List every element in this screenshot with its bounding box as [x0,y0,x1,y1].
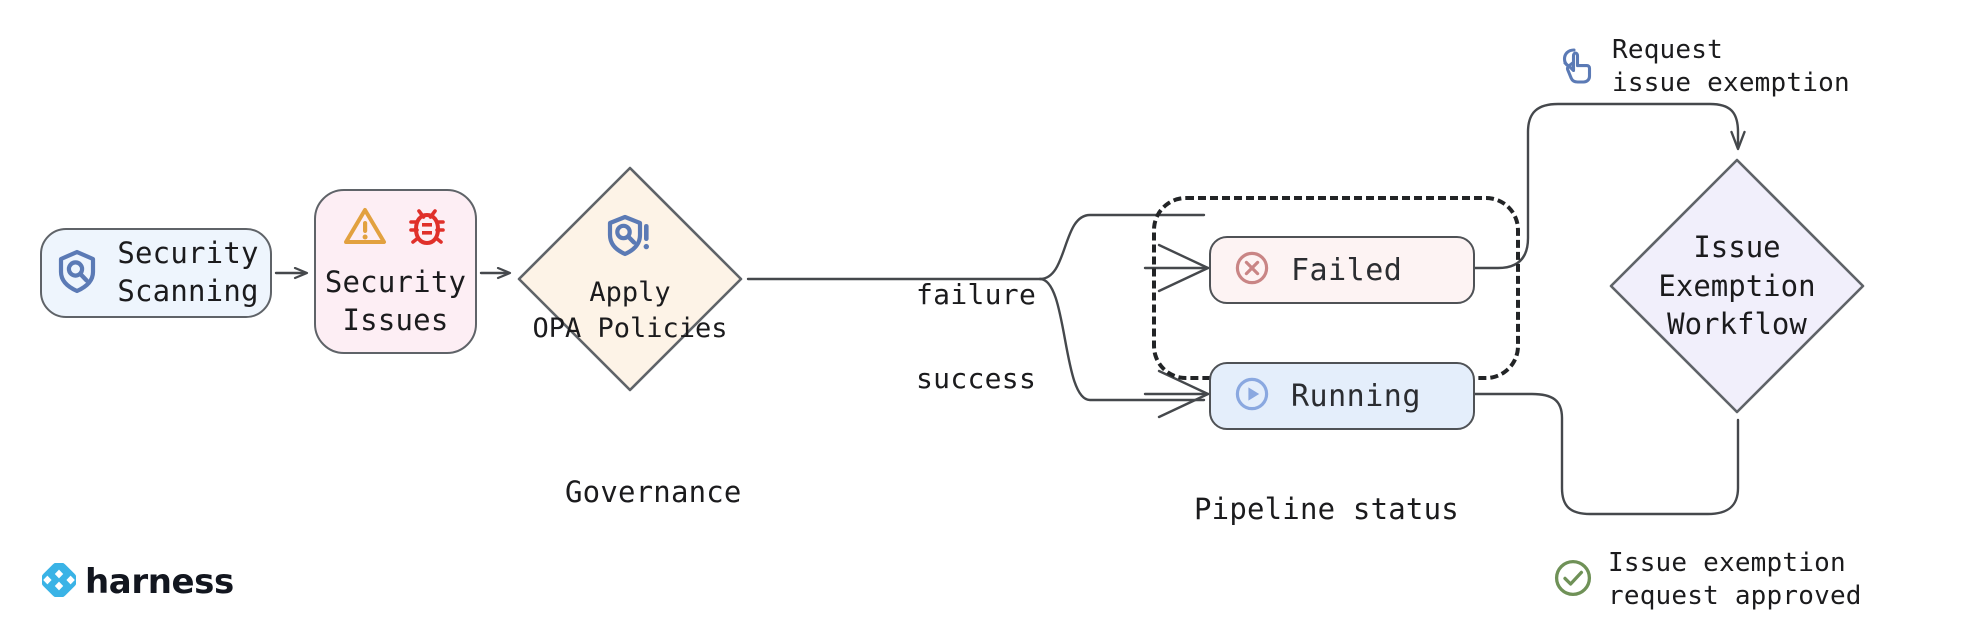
edge-label-failure: failure [916,278,1037,311]
node-failed-label: Failed [1291,252,1403,288]
node-security-issues-label: Security Issues [324,264,467,337]
annotation-request-text: Request issue exemption [1612,35,1850,99]
harness-logo: harness [40,561,234,602]
node-governance[interactable]: Apply OPA Policies [514,163,746,395]
node-running-label: Running [1291,378,1421,414]
node-issue-exemption-workflow-label: Issue Exemption Workflow [1658,229,1816,342]
warning-triangle-icon [343,204,387,252]
node-running[interactable]: Running [1209,362,1475,430]
shield-search-icon [53,247,101,299]
caption-governance: Governance [565,475,742,509]
annotation-request-issue-exemption: Request issue exemption [1558,34,1850,101]
circle-play-icon [1233,375,1271,417]
node-issue-exemption-workflow[interactable]: Issue Exemption Workflow [1606,155,1868,417]
annotation-issue-exemption-approved: Issue exemption request approved [1552,547,1862,614]
edge-label-success: success [916,362,1037,395]
click-hand-icon [1558,44,1598,90]
harness-logo-icon [40,561,78,601]
circle-x-icon [1233,249,1271,291]
harness-wordmark: harness [85,562,234,602]
node-security-issues[interactable]: Security Issues [314,189,477,354]
node-governance-label: Apply OPA Policies [532,277,728,344]
governance-diamond-shape [517,166,743,392]
annotation-approved-text: Issue exemption request approved [1608,548,1862,612]
caption-pipeline-status: Pipeline status [1194,492,1459,526]
node-security-scanning[interactable]: Security Scanning [40,228,272,318]
check-circle-icon [1552,557,1594,603]
shield-search-alert-icon [604,211,656,267]
node-security-scanning-label: Security Scanning [117,236,259,308]
node-failed[interactable]: Failed [1209,236,1475,304]
exemption-diamond-shape [1609,158,1865,414]
bug-icon [405,204,449,252]
